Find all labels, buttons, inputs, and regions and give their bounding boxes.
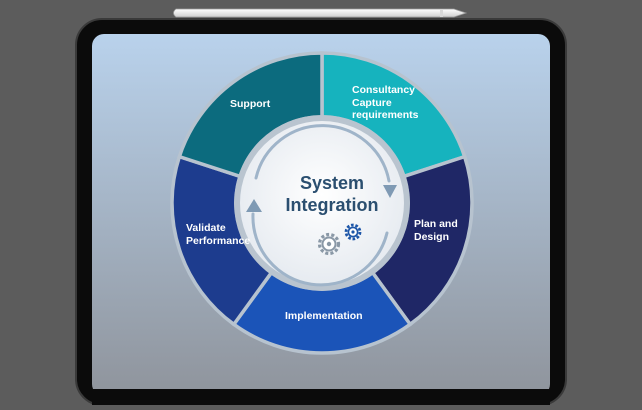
- stylus: [173, 8, 468, 18]
- segment-label-line: Plan and: [414, 218, 458, 230]
- small-gear-icon: [344, 223, 362, 241]
- segment-label-line: Validate: [186, 222, 226, 234]
- center-title-line-1: System: [299, 173, 365, 193]
- segment-label-line: Capture: [352, 96, 392, 109]
- segment-label-implementation: Implementation: [285, 310, 363, 323]
- center-title-line-2: Integration: [285, 195, 379, 215]
- segment-label-support: Support: [230, 98, 270, 111]
- segment-label-line: Consultancy: [352, 84, 416, 96]
- segment-label-line: Design: [414, 230, 450, 243]
- center-hub-inner: [240, 121, 404, 285]
- center-title: System Integration: [271, 172, 393, 216]
- segment-label-line: requirements: [352, 109, 419, 121]
- segment-label-line: Support: [230, 98, 271, 110]
- screen-bottom-bar: [92, 389, 550, 405]
- segment-label-plan-design: Plan and Design: [414, 218, 458, 243]
- cycle-arrows: [246, 124, 397, 287]
- arrow-head-left: [246, 199, 262, 212]
- segment-label-validate: Validate Performance: [186, 222, 250, 247]
- segment-label-consultancy: Consultancy Capture requirements: [352, 84, 419, 122]
- segment-label-line: Performance: [186, 234, 251, 247]
- segment-label-line: Implementation: [285, 310, 363, 322]
- arrow-head-right: [383, 185, 397, 198]
- gear-icon: [317, 232, 341, 256]
